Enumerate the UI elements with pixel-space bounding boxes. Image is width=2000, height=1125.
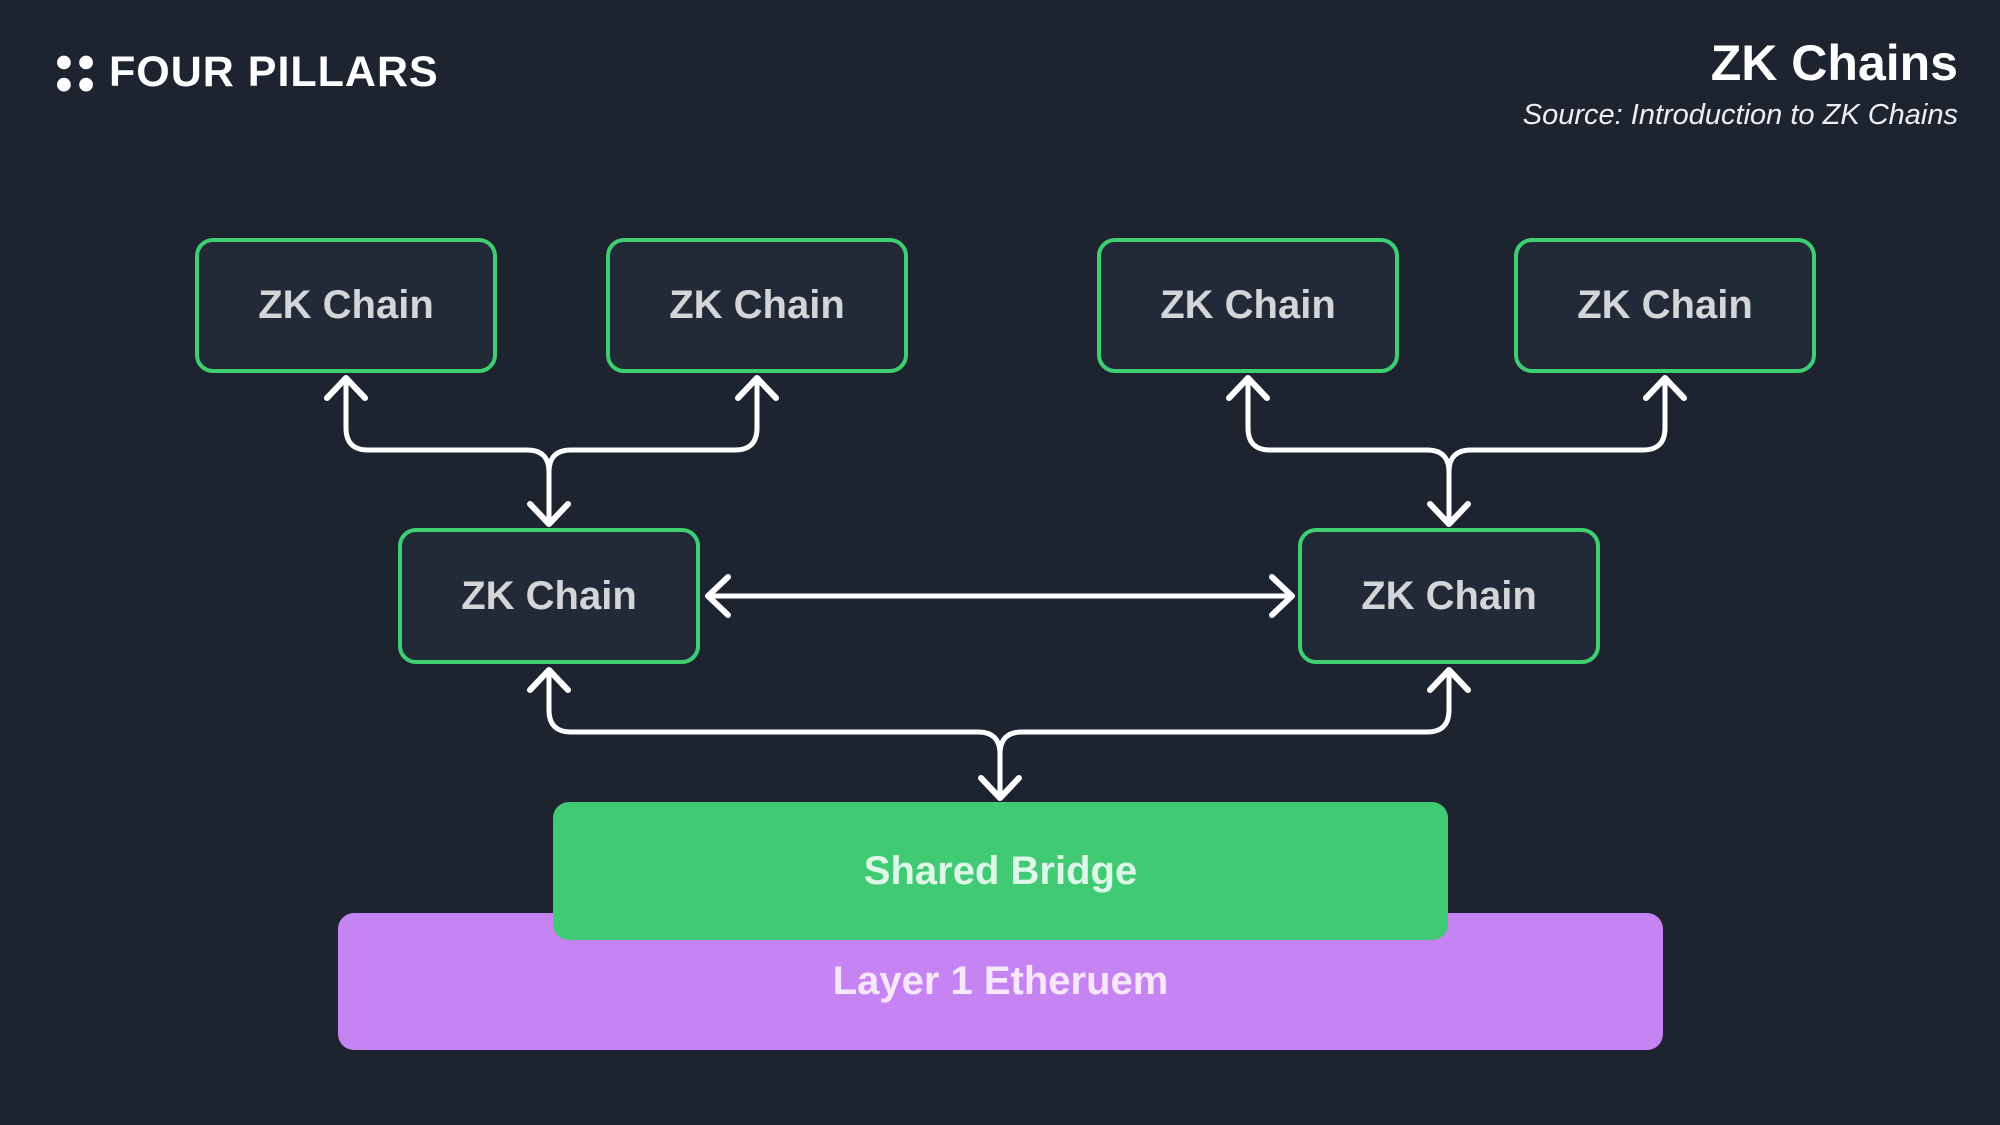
zk-chain-node-mid-right: ZK Chain [1298, 528, 1600, 664]
logo-text: FOUR PILLARS [109, 48, 439, 96]
connector-branch-top-right [1226, 375, 1687, 527]
title-block: ZK Chains Source: Introduction to ZK Cha… [1523, 36, 1958, 132]
arrowhead-up-icon [1643, 375, 1687, 401]
four-pillars-logo: FOUR PILLARS [56, 48, 439, 97]
connector-line [1446, 375, 1668, 523]
connector-line [1245, 375, 1452, 523]
arrowhead-up-icon [735, 375, 779, 401]
arrowhead-up-icon [1226, 375, 1270, 401]
zk-chain-node-top-4: ZK Chain [1514, 238, 1816, 373]
arrowhead-down-icon [978, 775, 1022, 801]
arrowhead-left-icon [705, 574, 731, 618]
four-dots-icon [57, 55, 93, 91]
connector-line [997, 669, 1452, 799]
zk-chain-node-mid-left: ZK Chain [398, 528, 700, 664]
arrowhead-up-icon [1427, 667, 1471, 693]
arrowhead-right-icon [1269, 574, 1295, 618]
connector-middle-bidirectional [705, 574, 1295, 618]
page-title: ZK Chains [1710, 35, 1958, 91]
zk-chain-node-top-2: ZK Chain [606, 238, 908, 373]
zk-chain-node-top-3: ZK Chain [1097, 238, 1399, 373]
arrowhead-down-icon [1427, 501, 1471, 527]
zk-chain-node-top-1: ZK Chain [195, 238, 497, 373]
arrowhead-up-icon [324, 375, 368, 401]
arrowhead-down-icon [527, 501, 571, 527]
connector-branch-top-left [324, 375, 779, 527]
source-caption: Source: Introduction to ZK Chains [1522, 99, 1958, 131]
connector-line [343, 375, 552, 523]
shared-bridge-node: Shared Bridge [553, 802, 1448, 940]
connector-line [546, 375, 760, 523]
connector-branch-bridge [527, 667, 1471, 801]
arrowhead-up-icon [527, 667, 571, 693]
connector-line [546, 669, 1003, 799]
